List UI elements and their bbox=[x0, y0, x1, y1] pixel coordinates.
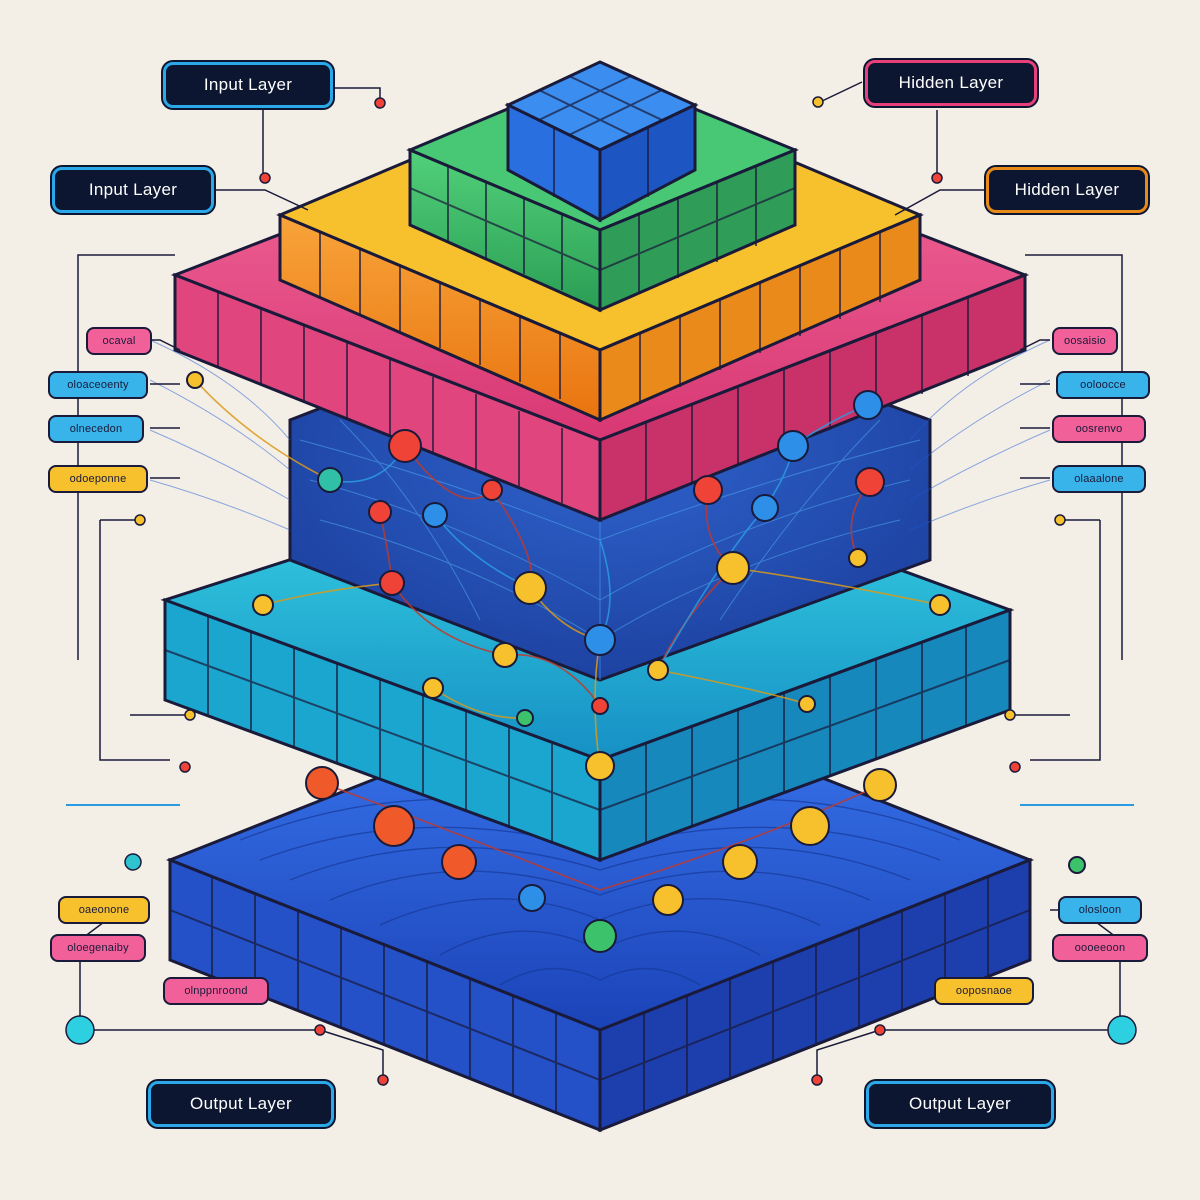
node-circle-yellow bbox=[647, 659, 669, 681]
node-circle-green bbox=[516, 709, 534, 727]
node-circle-yellow bbox=[722, 844, 758, 880]
node-circle-red bbox=[368, 500, 392, 524]
output-layer-label-left: Output Layer bbox=[148, 1081, 334, 1127]
node-circle-red bbox=[388, 429, 422, 463]
input-layer-top-blue-block bbox=[504, 60, 699, 223]
node-circle-blue bbox=[518, 884, 546, 912]
left-pill-6: oloegenaiby bbox=[50, 934, 146, 962]
node-circle-green bbox=[1068, 856, 1086, 874]
node-circle-yellow bbox=[186, 371, 204, 389]
hidden-layer-label-second: Hidden Layer bbox=[986, 167, 1148, 213]
node-circle-green bbox=[583, 919, 617, 953]
right-pill-4: olaaalone bbox=[1052, 465, 1146, 493]
hidden-layer-label-top: Hidden Layer bbox=[865, 60, 1037, 106]
input-layer-label-top: Input Layer bbox=[163, 62, 333, 108]
node-circle-yellow bbox=[790, 806, 830, 846]
node-circle-blue bbox=[751, 494, 779, 522]
left-pill-1: ocaval bbox=[86, 327, 152, 355]
right-pill-6: oooeeoon bbox=[1052, 934, 1148, 962]
node-circle-blue bbox=[853, 390, 883, 420]
node-circle-red bbox=[441, 844, 477, 880]
node-circle-yellow bbox=[716, 551, 750, 585]
node-circle-yellow bbox=[929, 594, 951, 616]
node-circle-yellow bbox=[513, 571, 547, 605]
node-circle-blue bbox=[777, 430, 809, 462]
node-circle-red bbox=[373, 805, 415, 847]
node-circle-yellow bbox=[652, 884, 684, 916]
input-layer-label-second: Input Layer bbox=[52, 167, 214, 213]
left-pill-2: oloaceoenty bbox=[48, 371, 148, 399]
left-pill-4: odoeponne bbox=[48, 465, 148, 493]
callout-dots bbox=[65, 96, 1137, 1086]
left-pill-5: oaeonone bbox=[58, 896, 150, 924]
right-pill-7: ooposnaoe bbox=[934, 977, 1034, 1005]
node-circle-yellow bbox=[422, 677, 444, 699]
right-pill-2: ooloocce bbox=[1056, 371, 1150, 399]
left-pill-3: olnecedon bbox=[48, 415, 144, 443]
left-pill-7: olnppnroond bbox=[163, 977, 269, 1005]
node-circle-red bbox=[305, 766, 339, 800]
right-pill-5: olosloon bbox=[1058, 896, 1142, 924]
node-circle-red bbox=[693, 475, 723, 505]
node-circle-red bbox=[481, 479, 503, 501]
node-circle-blue bbox=[317, 467, 343, 493]
node-circle-yellow bbox=[848, 548, 868, 568]
node-circle-red bbox=[855, 467, 885, 497]
node-circle-red bbox=[379, 570, 405, 596]
node-circle-yellow bbox=[585, 751, 615, 781]
right-pill-1: oosaisio bbox=[1052, 327, 1118, 355]
node-circle-yellow bbox=[252, 594, 274, 616]
node-circle-red bbox=[591, 697, 609, 715]
right-pill-3: oosrenvo bbox=[1052, 415, 1146, 443]
node-circle-yellow bbox=[492, 642, 518, 668]
node-circle-yellow bbox=[798, 695, 816, 713]
node-circle-yellow bbox=[863, 768, 897, 802]
node-circle-blue bbox=[422, 502, 448, 528]
output-layer-label-right: Output Layer bbox=[866, 1081, 1054, 1127]
network-nodes bbox=[186, 371, 1086, 953]
node-circle-blue bbox=[584, 624, 616, 656]
callout-connectors bbox=[66, 81, 1134, 1080]
